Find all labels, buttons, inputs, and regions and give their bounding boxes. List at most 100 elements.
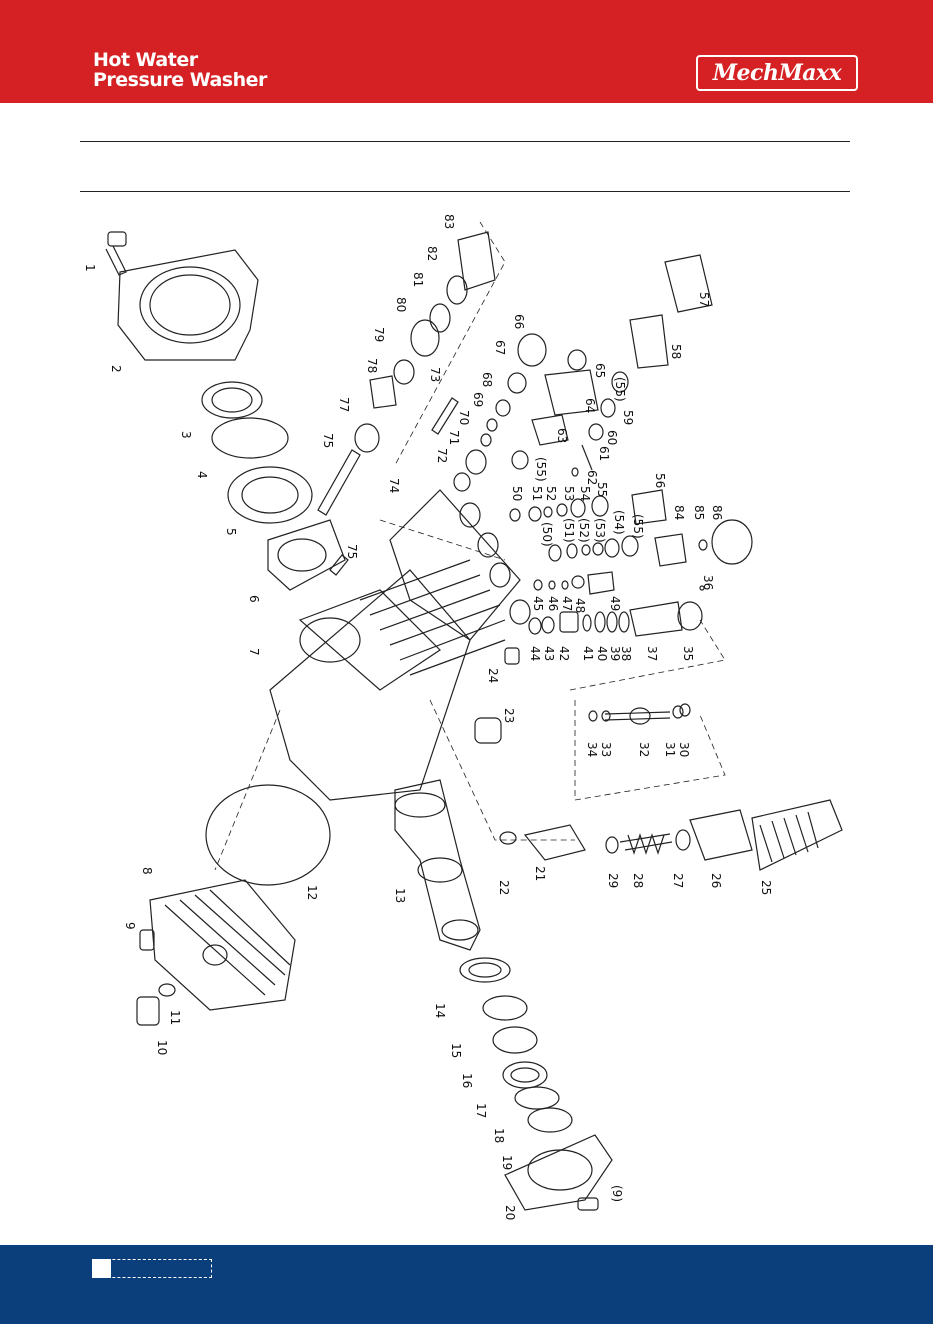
bottom-rule: [80, 191, 850, 192]
part-label: 48: [573, 598, 587, 613]
part-label: 63: [555, 428, 569, 443]
part-label: 50: [510, 486, 524, 501]
part-label: 47: [560, 596, 574, 611]
footer-band: [0, 1245, 933, 1324]
top-rule: [80, 141, 850, 142]
part-label: 54: [578, 486, 592, 501]
part-label: (52): [577, 518, 591, 543]
part-label: 80: [394, 297, 408, 312]
part-label: 45: [531, 596, 545, 611]
title-line-2: Pressure Washer: [93, 69, 267, 91]
part-label: 52: [544, 486, 558, 501]
part-label: 62: [585, 470, 599, 485]
part-label: 33: [599, 742, 613, 757]
part-label: 11: [168, 1010, 182, 1025]
part-label: 56: [653, 473, 667, 488]
part-label: 31: [663, 742, 677, 757]
part-label: 57: [697, 292, 711, 307]
part-label: (9): [610, 1185, 624, 1202]
title-line-1: Hot Water: [93, 49, 198, 71]
part-label: 86: [710, 505, 724, 520]
part-label: 41: [581, 646, 595, 661]
part-label: (55): [534, 457, 548, 482]
part-label: 84: [672, 505, 686, 520]
part-label: 60: [605, 430, 619, 445]
part-label: 65: [593, 363, 607, 378]
page-marker: [92, 1259, 111, 1278]
part-label: 79: [372, 327, 386, 342]
part-label: 75: [345, 544, 359, 559]
part-label: 83: [442, 214, 456, 229]
part-label: 29: [606, 873, 620, 888]
part-label: 69: [471, 392, 485, 407]
header-band: Hot Water Pressure Washer MechMaxx: [0, 0, 933, 103]
part-label: 14: [433, 1003, 447, 1018]
part-label: 43: [542, 646, 556, 661]
part-label: (54): [612, 510, 626, 535]
part-label: 59: [621, 410, 635, 425]
part-label: 78: [365, 358, 379, 373]
part-label: 55: [595, 482, 609, 497]
part-label: 38: [619, 646, 633, 661]
part-label: 49: [608, 596, 622, 611]
part-label: 72: [435, 448, 449, 463]
part-label: 13: [393, 888, 407, 903]
part-label: (53): [593, 518, 607, 543]
part-label: 53: [562, 486, 576, 501]
part-label: 20: [503, 1205, 517, 1220]
part-label: 28: [631, 873, 645, 888]
part-label: 7: [247, 648, 261, 656]
part-label: 46: [546, 596, 560, 611]
part-label: (50): [540, 522, 554, 547]
part-label: 37: [645, 646, 659, 661]
part-label: 9: [123, 922, 137, 930]
part-label: 8: [140, 867, 154, 875]
document-title: Hot Water Pressure Washer: [93, 50, 267, 90]
part-label: 44: [528, 646, 542, 661]
part-label: 82: [425, 246, 439, 261]
part-label: 36: [701, 575, 715, 590]
part-label: 26: [709, 873, 723, 888]
part-label: 51: [530, 486, 544, 501]
part-label: 23: [502, 708, 516, 723]
part-label: 34: [585, 742, 599, 757]
part-label: 75: [321, 433, 335, 448]
part-label: 71: [447, 430, 461, 445]
part-label: 16: [460, 1073, 474, 1088]
part-label: 12: [305, 885, 319, 900]
part-label: 42: [557, 646, 571, 661]
part-label: 32: [637, 742, 651, 757]
part-label: 4: [195, 471, 209, 479]
part-label: 6: [247, 595, 261, 603]
part-label: 81: [411, 272, 425, 287]
part-label: 77: [337, 397, 351, 412]
part-label: 73: [428, 367, 442, 382]
part-label: 68: [480, 372, 494, 387]
part-label: 25: [759, 880, 773, 895]
part-label: 35: [681, 646, 695, 661]
part-label: (51): [562, 518, 576, 543]
part-label: 40: [595, 646, 609, 661]
part-label: 10: [155, 1040, 169, 1055]
part-label: 5: [224, 528, 238, 536]
part-label: 66: [512, 314, 526, 329]
part-label: 3: [179, 431, 193, 439]
part-label: 74: [387, 478, 401, 493]
part-label: 18: [492, 1128, 506, 1143]
part-label: (55): [631, 514, 645, 539]
part-label: (55): [613, 377, 627, 402]
part-label: 67: [493, 340, 507, 355]
brand-logo: MechMaxx: [696, 55, 858, 91]
part-label: 21: [533, 866, 547, 881]
part-label: 24: [486, 668, 500, 683]
part-label: 39: [608, 646, 622, 661]
part-label: 61: [597, 446, 611, 461]
part-label: 85: [692, 505, 706, 520]
part-label: 2: [109, 365, 123, 373]
part-label: 58: [669, 344, 683, 359]
part-label: 64: [583, 398, 597, 413]
part-label: 30: [677, 742, 691, 757]
part-label: 22: [497, 880, 511, 895]
part-label: 17: [474, 1103, 488, 1118]
